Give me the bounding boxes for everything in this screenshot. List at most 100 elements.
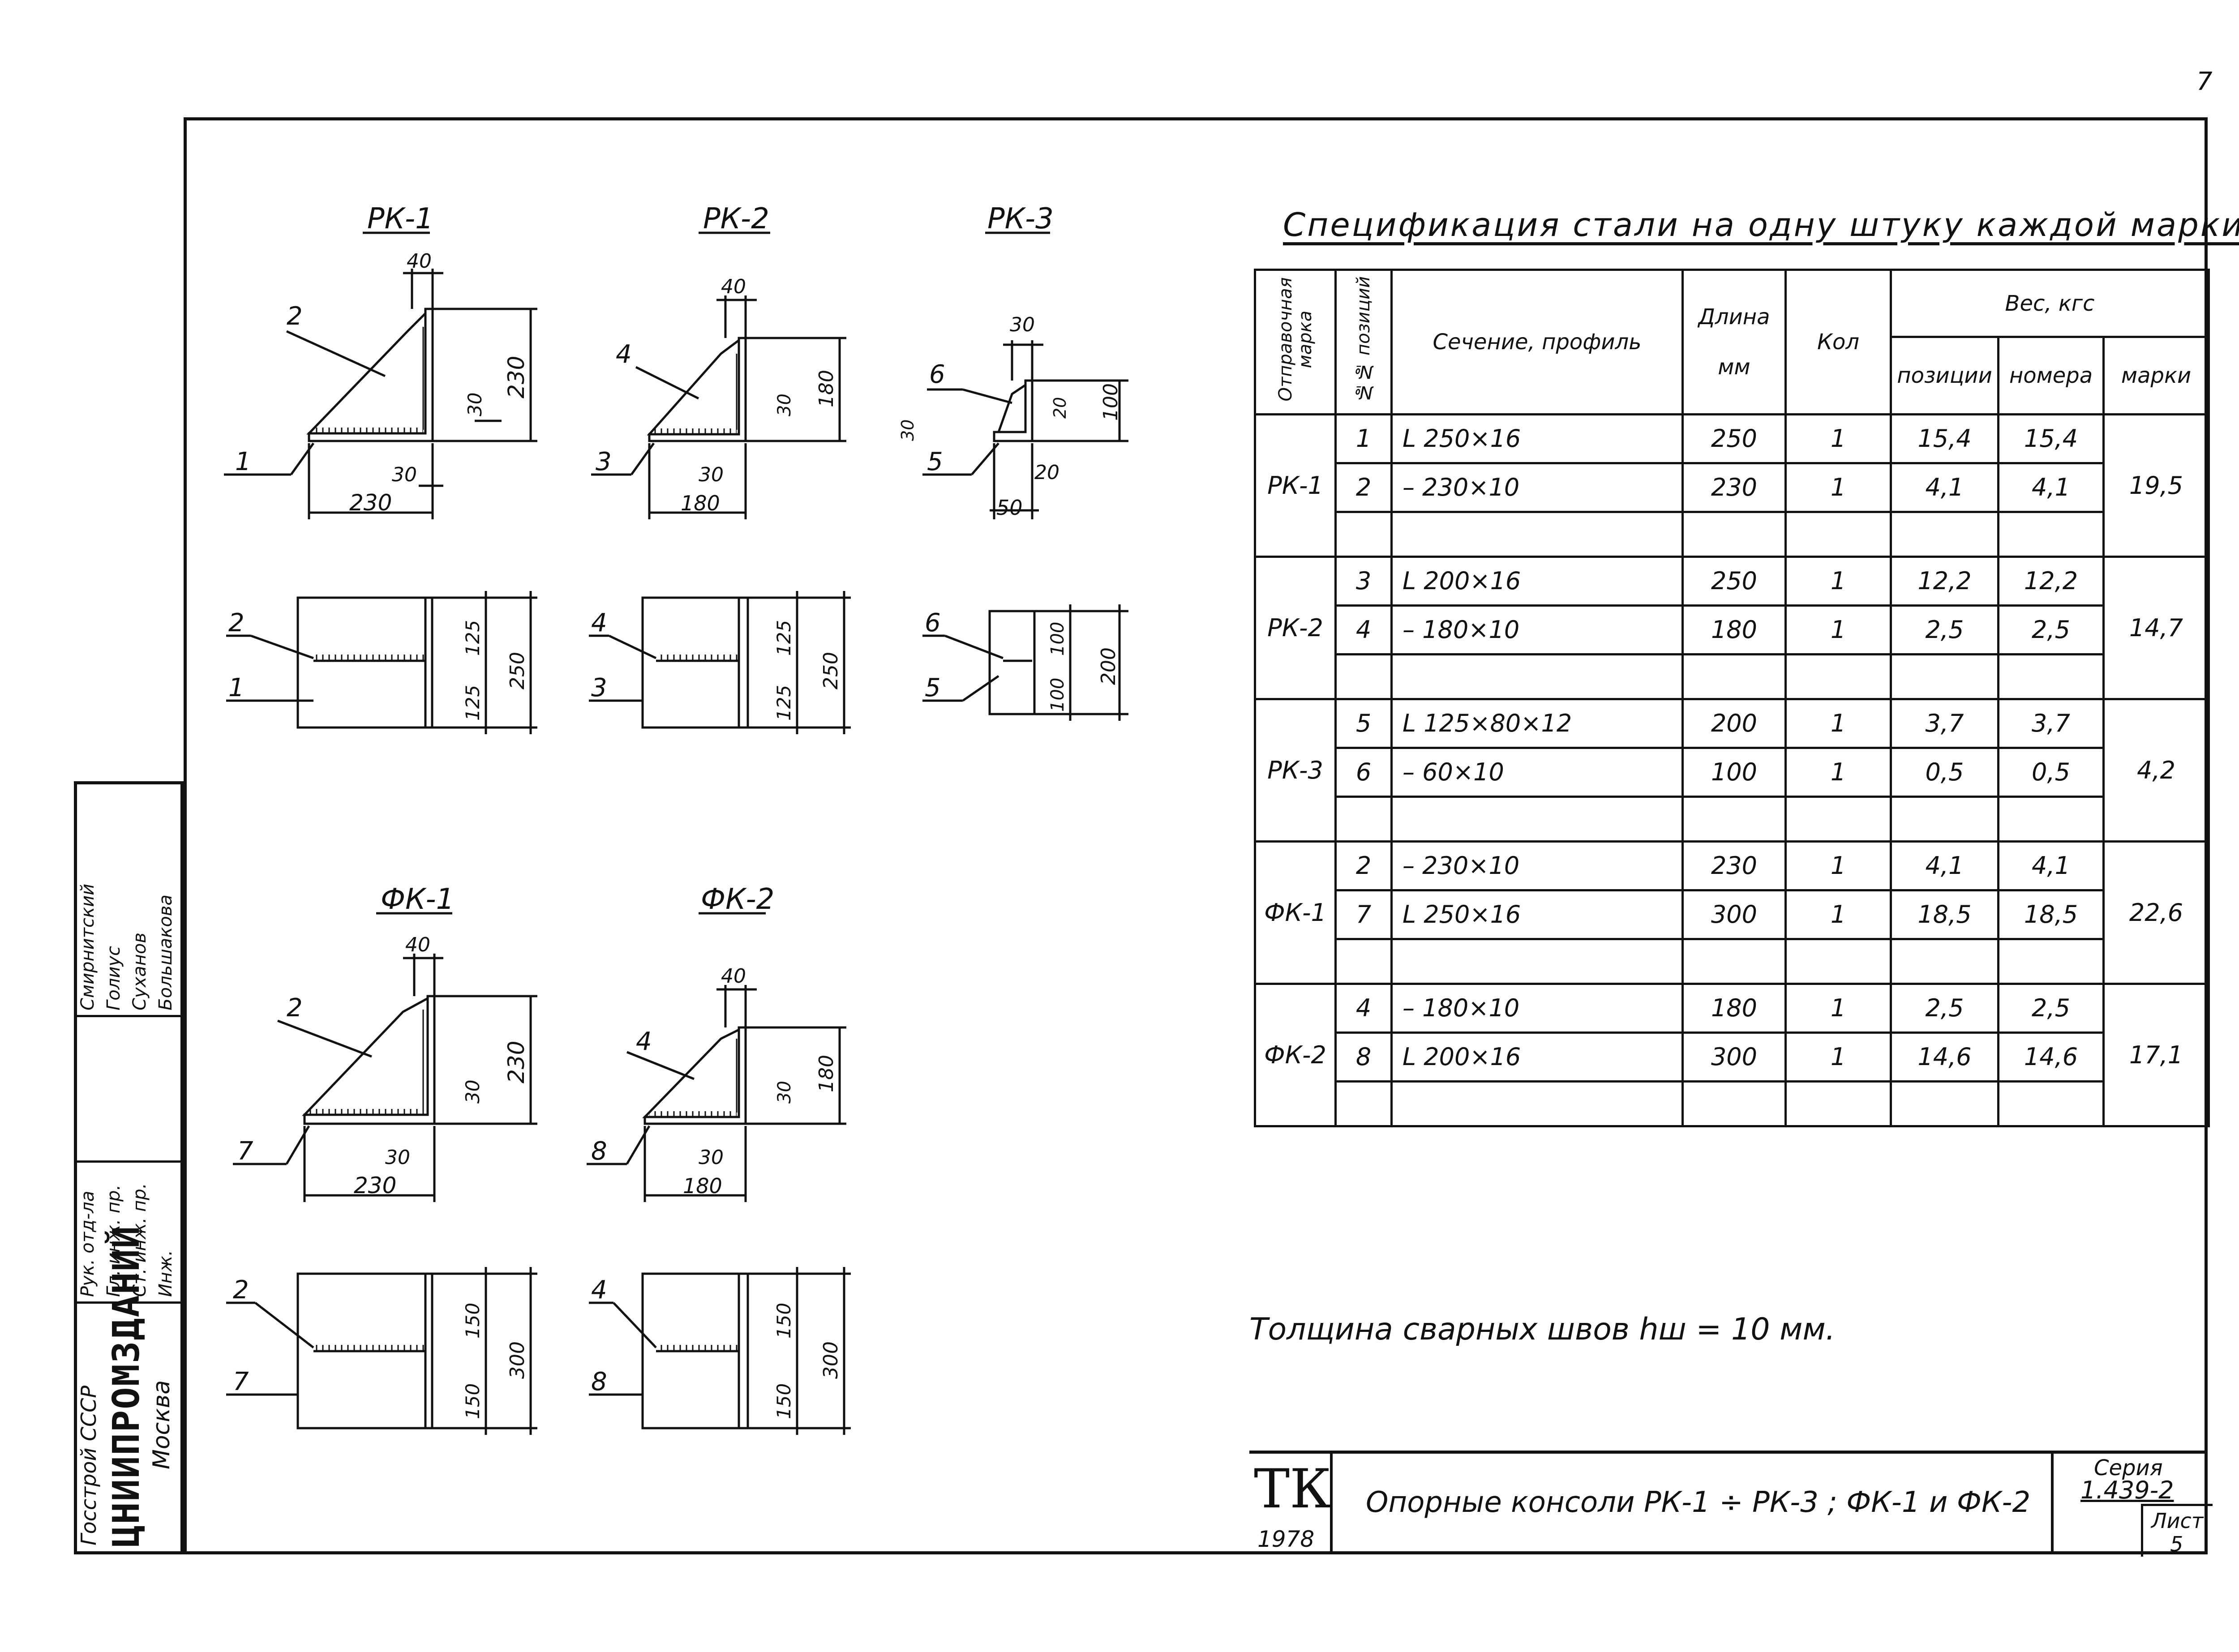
spec-cell-section: – 180×10	[1390, 982, 1684, 1034]
spec-cell-w-pos: 14,6	[1890, 1031, 1999, 1083]
dim-fk1-230v: 230	[503, 1041, 529, 1083]
spec-cell-w-num: 15,4	[1997, 413, 2105, 464]
spec-cell-w-num: 18,5	[1997, 889, 2105, 940]
pos-2-fk1: 2	[287, 993, 303, 1023]
spec-cell-w-num: 4,1	[1997, 462, 2105, 513]
spec-cell-length	[1681, 937, 1787, 985]
spec-cell-pos: 5	[1334, 698, 1393, 749]
spec-cell-length: 300	[1681, 1031, 1787, 1083]
spec-cell-section	[1390, 937, 1684, 985]
spec-cell-section	[1390, 653, 1684, 700]
dim-rk1-230: 230	[349, 490, 392, 516]
header-w-num: номера	[1997, 336, 2105, 415]
dim-fk1-300: 300	[506, 1341, 529, 1379]
spec-cell-length: 100	[1681, 746, 1787, 798]
spec-cell-pos: 4	[1334, 604, 1393, 655]
spec-cell-w-pos	[1890, 510, 1999, 558]
dim-fk1-30: 30	[385, 1146, 410, 1169]
dim-rk2-180: 180	[681, 491, 720, 515]
spec-cell-w-pos: 15,4	[1890, 413, 1999, 464]
spec-cell-pos: 4	[1334, 982, 1393, 1034]
spec-cell-section: L 250×16	[1390, 413, 1684, 464]
spec-cell-section	[1390, 795, 1684, 843]
pos-3-rk2: 3	[596, 447, 612, 476]
spec-cell-length	[1681, 653, 1787, 700]
rk3-side-view	[922, 340, 1128, 519]
title-rk1: РК-1	[367, 202, 433, 235]
title-rk2: РК-2	[703, 202, 769, 235]
spec-mark: РК-3	[1254, 698, 1337, 843]
spec-cell-qty: 1	[1784, 604, 1892, 655]
spec-mark: РК-1	[1254, 413, 1337, 558]
title-block: ТК 1978 Опорные консоли РК-1 ÷ РК-3 ; ФК…	[1249, 1451, 2213, 1558]
dim-rk1-125a: 125	[462, 620, 484, 656]
spec-cell-pos: 8	[1334, 1031, 1393, 1083]
spec-cell-w-pos: 4,1	[1890, 840, 1999, 891]
sheet-label: Лист	[2151, 1509, 2204, 1533]
spec-cell-w-pos	[1890, 1080, 1999, 1128]
dim-rk3-200: 200	[1097, 647, 1120, 685]
pos-4-fk2-plan: 4	[591, 1275, 607, 1305]
spec-mark: РК-2	[1254, 555, 1337, 700]
dim-rk3-100b: 100	[1047, 678, 1068, 712]
rk2-side-view	[591, 295, 846, 519]
dim-rk3-30: 30	[1010, 313, 1035, 336]
spec-cell-section: – 60×10	[1390, 746, 1684, 798]
dim-rk1-125b: 125	[462, 685, 484, 721]
rk2-plan-view	[589, 591, 851, 734]
spec-cell-w-pos: 2,5	[1890, 604, 1999, 655]
spec-cell-w-num	[1997, 795, 2105, 843]
pos-2-rk1: 2	[287, 302, 303, 331]
spec-title: Спецификация стали на одну штуку каждой …	[1283, 206, 2239, 244]
series-label: Серия	[2094, 1455, 2163, 1481]
tk-logo: ТК 1978	[1249, 1454, 1333, 1554]
spec-cell-pos: 6	[1334, 746, 1393, 798]
org-city: Москва	[148, 1380, 175, 1469]
dim-fk2-150a: 150	[773, 1303, 795, 1339]
dim-fk2-300: 300	[819, 1341, 842, 1379]
spec-cell-length: 180	[1681, 982, 1787, 1034]
spec-cell-w-pos	[1890, 653, 1999, 700]
dim-rk3-100a: 100	[1047, 622, 1068, 656]
spec-cell-length: 230	[1681, 462, 1787, 513]
spec-cell-length: 230	[1681, 840, 1787, 891]
sheet-value: 5	[2170, 1532, 2183, 1556]
header-section: Сечение, профиль	[1390, 269, 1684, 415]
spec-total: 14,7	[2102, 555, 2210, 700]
title-rk3: РК-3	[987, 202, 1054, 235]
spec-cell-length: 180	[1681, 604, 1787, 655]
spec-cell-w-pos	[1890, 937, 1999, 985]
spec-cell-qty	[1784, 653, 1892, 700]
sheet-box: Лист 5	[2141, 1504, 2213, 1557]
dim-fk1-40: 40	[405, 933, 430, 956]
spec-cell-section	[1390, 1080, 1684, 1128]
spec-cell-qty	[1784, 510, 1892, 558]
header-w-mark: марки	[2102, 336, 2210, 415]
spec-table: Отправочная марка №№ позиций Сечение, пр…	[1254, 268, 2210, 1128]
dim-rk3-20v: 20	[1050, 397, 1070, 419]
spec-cell-w-num: 4,1	[1997, 840, 2105, 891]
title-fk2: ФК-2	[701, 883, 774, 916]
sheet-title: Опорные консоли РК-1 ÷ РК-3 ; ФК-1 и ФК-…	[1366, 1486, 2031, 1519]
spec-cell-pos	[1334, 510, 1393, 558]
spec-total: 4,2	[2102, 698, 2210, 843]
spec-cell-w-pos: 4,1	[1890, 462, 1999, 513]
dim-rk3-30v: 30	[898, 419, 918, 441]
spec-cell-w-pos: 12,2	[1890, 555, 1999, 607]
fk1-side-view	[233, 954, 537, 1202]
spec-cell-section: L 200×16	[1390, 1031, 1684, 1083]
spec-cell-w-num	[1997, 653, 2105, 700]
role-1: Гл. инж. пр.	[103, 1184, 124, 1297]
dim-rk2-250: 250	[819, 652, 842, 689]
pos-5-rk3: 5	[927, 447, 943, 476]
spec-cell-length	[1681, 795, 1787, 843]
dim-rk3-20: 20	[1034, 461, 1059, 484]
dim-rk2-180v: 180	[815, 370, 838, 407]
pos-8-fk2-plan: 8	[591, 1367, 607, 1396]
spec-cell-length: 250	[1681, 413, 1787, 464]
